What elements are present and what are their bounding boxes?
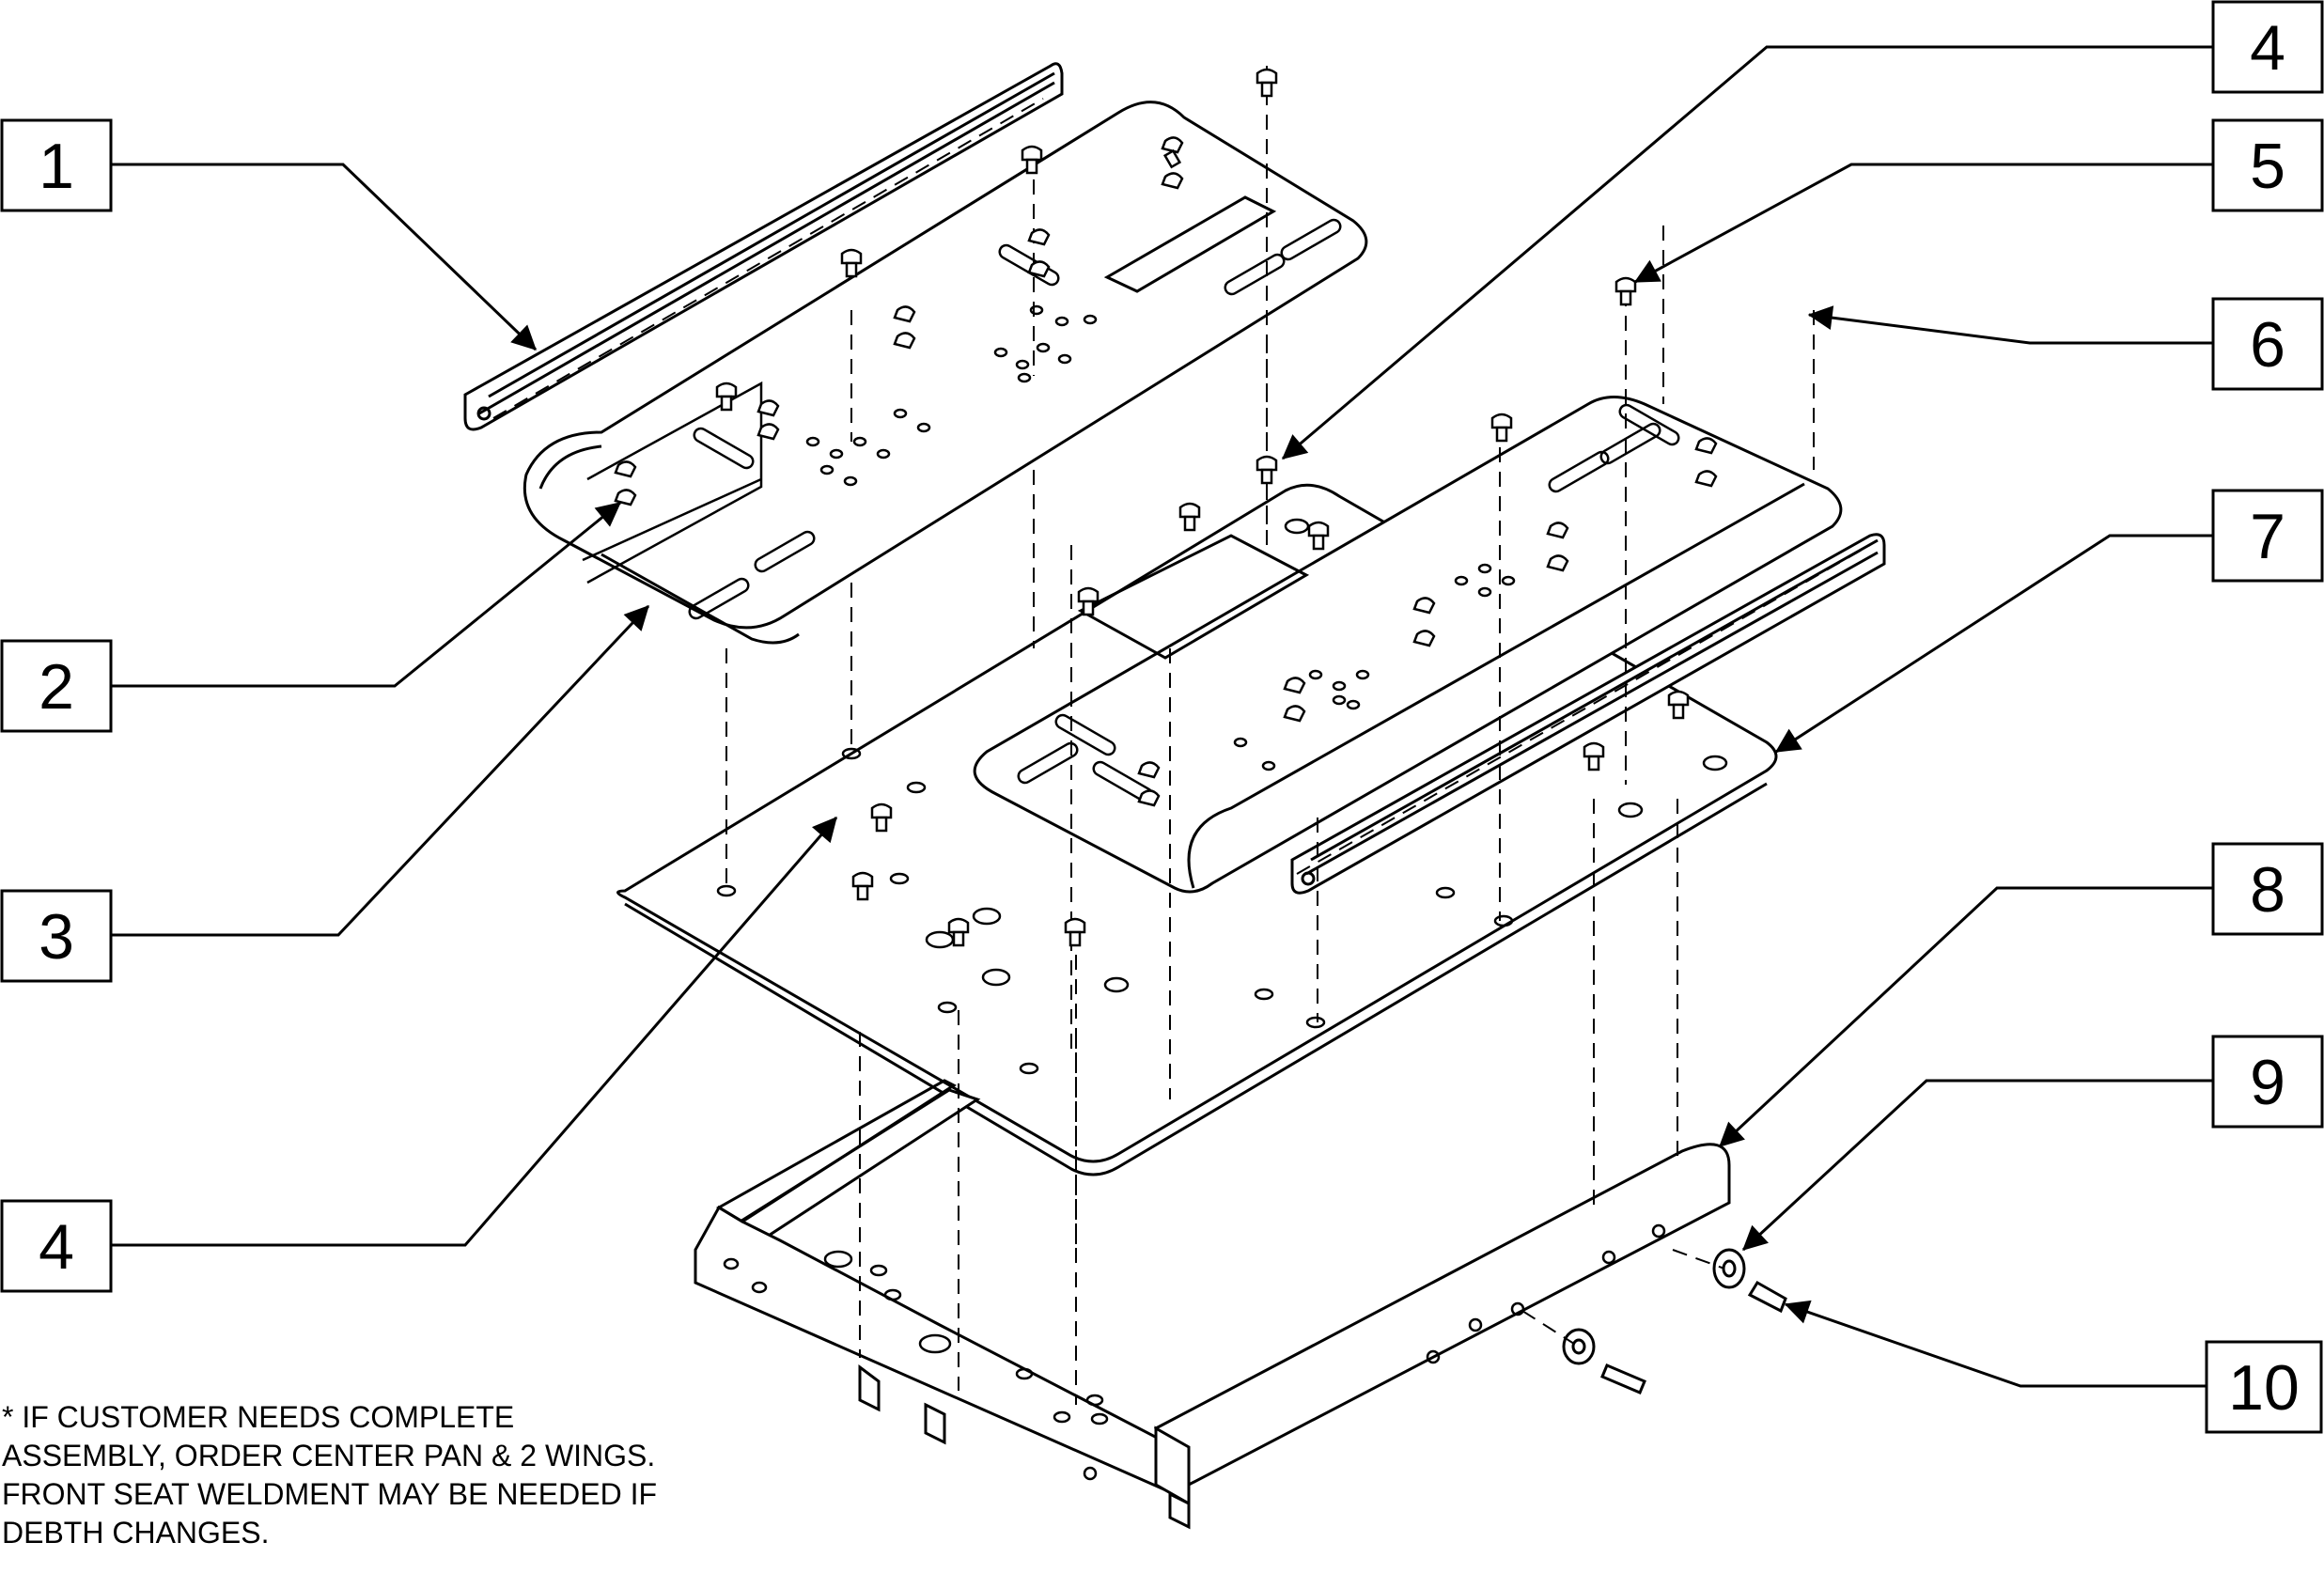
callout-8-label: 8 xyxy=(2250,854,2285,926)
callout-4-left-label: 4 xyxy=(39,1211,74,1283)
seat-weldment-frame xyxy=(694,1079,1731,1530)
seat-weldment-holes xyxy=(723,1223,1666,1481)
note-line-4: DEBTH CHANGES. xyxy=(2,1516,270,1550)
assembly-dashed-lines xyxy=(492,66,1871,1405)
callout-4-right-label: 4 xyxy=(2250,12,2285,84)
callout-4-left: 4 xyxy=(0,1199,113,1293)
callout-7: 7 xyxy=(2211,489,2324,583)
ordering-note: * IF CUSTOMER NEEDS COMPLETE ASSEMBLY, O… xyxy=(2,1398,716,1552)
left-wing-rail xyxy=(463,62,1064,431)
callout-2: 2 xyxy=(0,639,113,733)
callout-7-label: 7 xyxy=(2250,501,2285,572)
callout-1: 1 xyxy=(0,118,113,212)
center-pan-holes xyxy=(716,518,1728,1075)
callout-4-right: 4 xyxy=(2211,0,2324,94)
callout-9-label: 9 xyxy=(2250,1047,2285,1118)
callout-8: 8 xyxy=(2211,842,2324,936)
callout-3-label: 3 xyxy=(39,901,74,973)
note-line-3: FRONT SEAT WELDMENT MAY BE NEEDED IF xyxy=(2,1477,657,1511)
right-wing-plate xyxy=(973,396,1843,894)
callout-10: 10 xyxy=(2205,1340,2323,1434)
callout-1-label: 1 xyxy=(39,131,74,202)
callout-5: 5 xyxy=(2211,118,2324,212)
callout-6-label: 6 xyxy=(2250,309,2285,381)
note-line-2: ASSEMBLY, ORDER CENTER PAN & 2 WINGS. xyxy=(2,1439,656,1472)
left-wing-holes xyxy=(805,304,1098,487)
callout-9: 9 xyxy=(2211,1035,2324,1129)
callout-3: 3 xyxy=(0,889,113,983)
left-wing-plate xyxy=(523,101,1368,645)
callout-2-label: 2 xyxy=(39,651,74,723)
callout-5-label: 5 xyxy=(2250,131,2285,202)
right-wing-holes xyxy=(1233,563,1516,771)
leader-lines xyxy=(111,45,2213,1388)
screw-heads xyxy=(614,68,1718,947)
callout-10-label: 10 xyxy=(2228,1352,2300,1424)
washer-bolt-hardware xyxy=(1562,1248,1787,1394)
right-wing-rail xyxy=(1290,533,1886,895)
callout-6: 6 xyxy=(2211,297,2324,391)
note-line-1: * IF CUSTOMER NEEDS COMPLETE xyxy=(2,1400,515,1434)
